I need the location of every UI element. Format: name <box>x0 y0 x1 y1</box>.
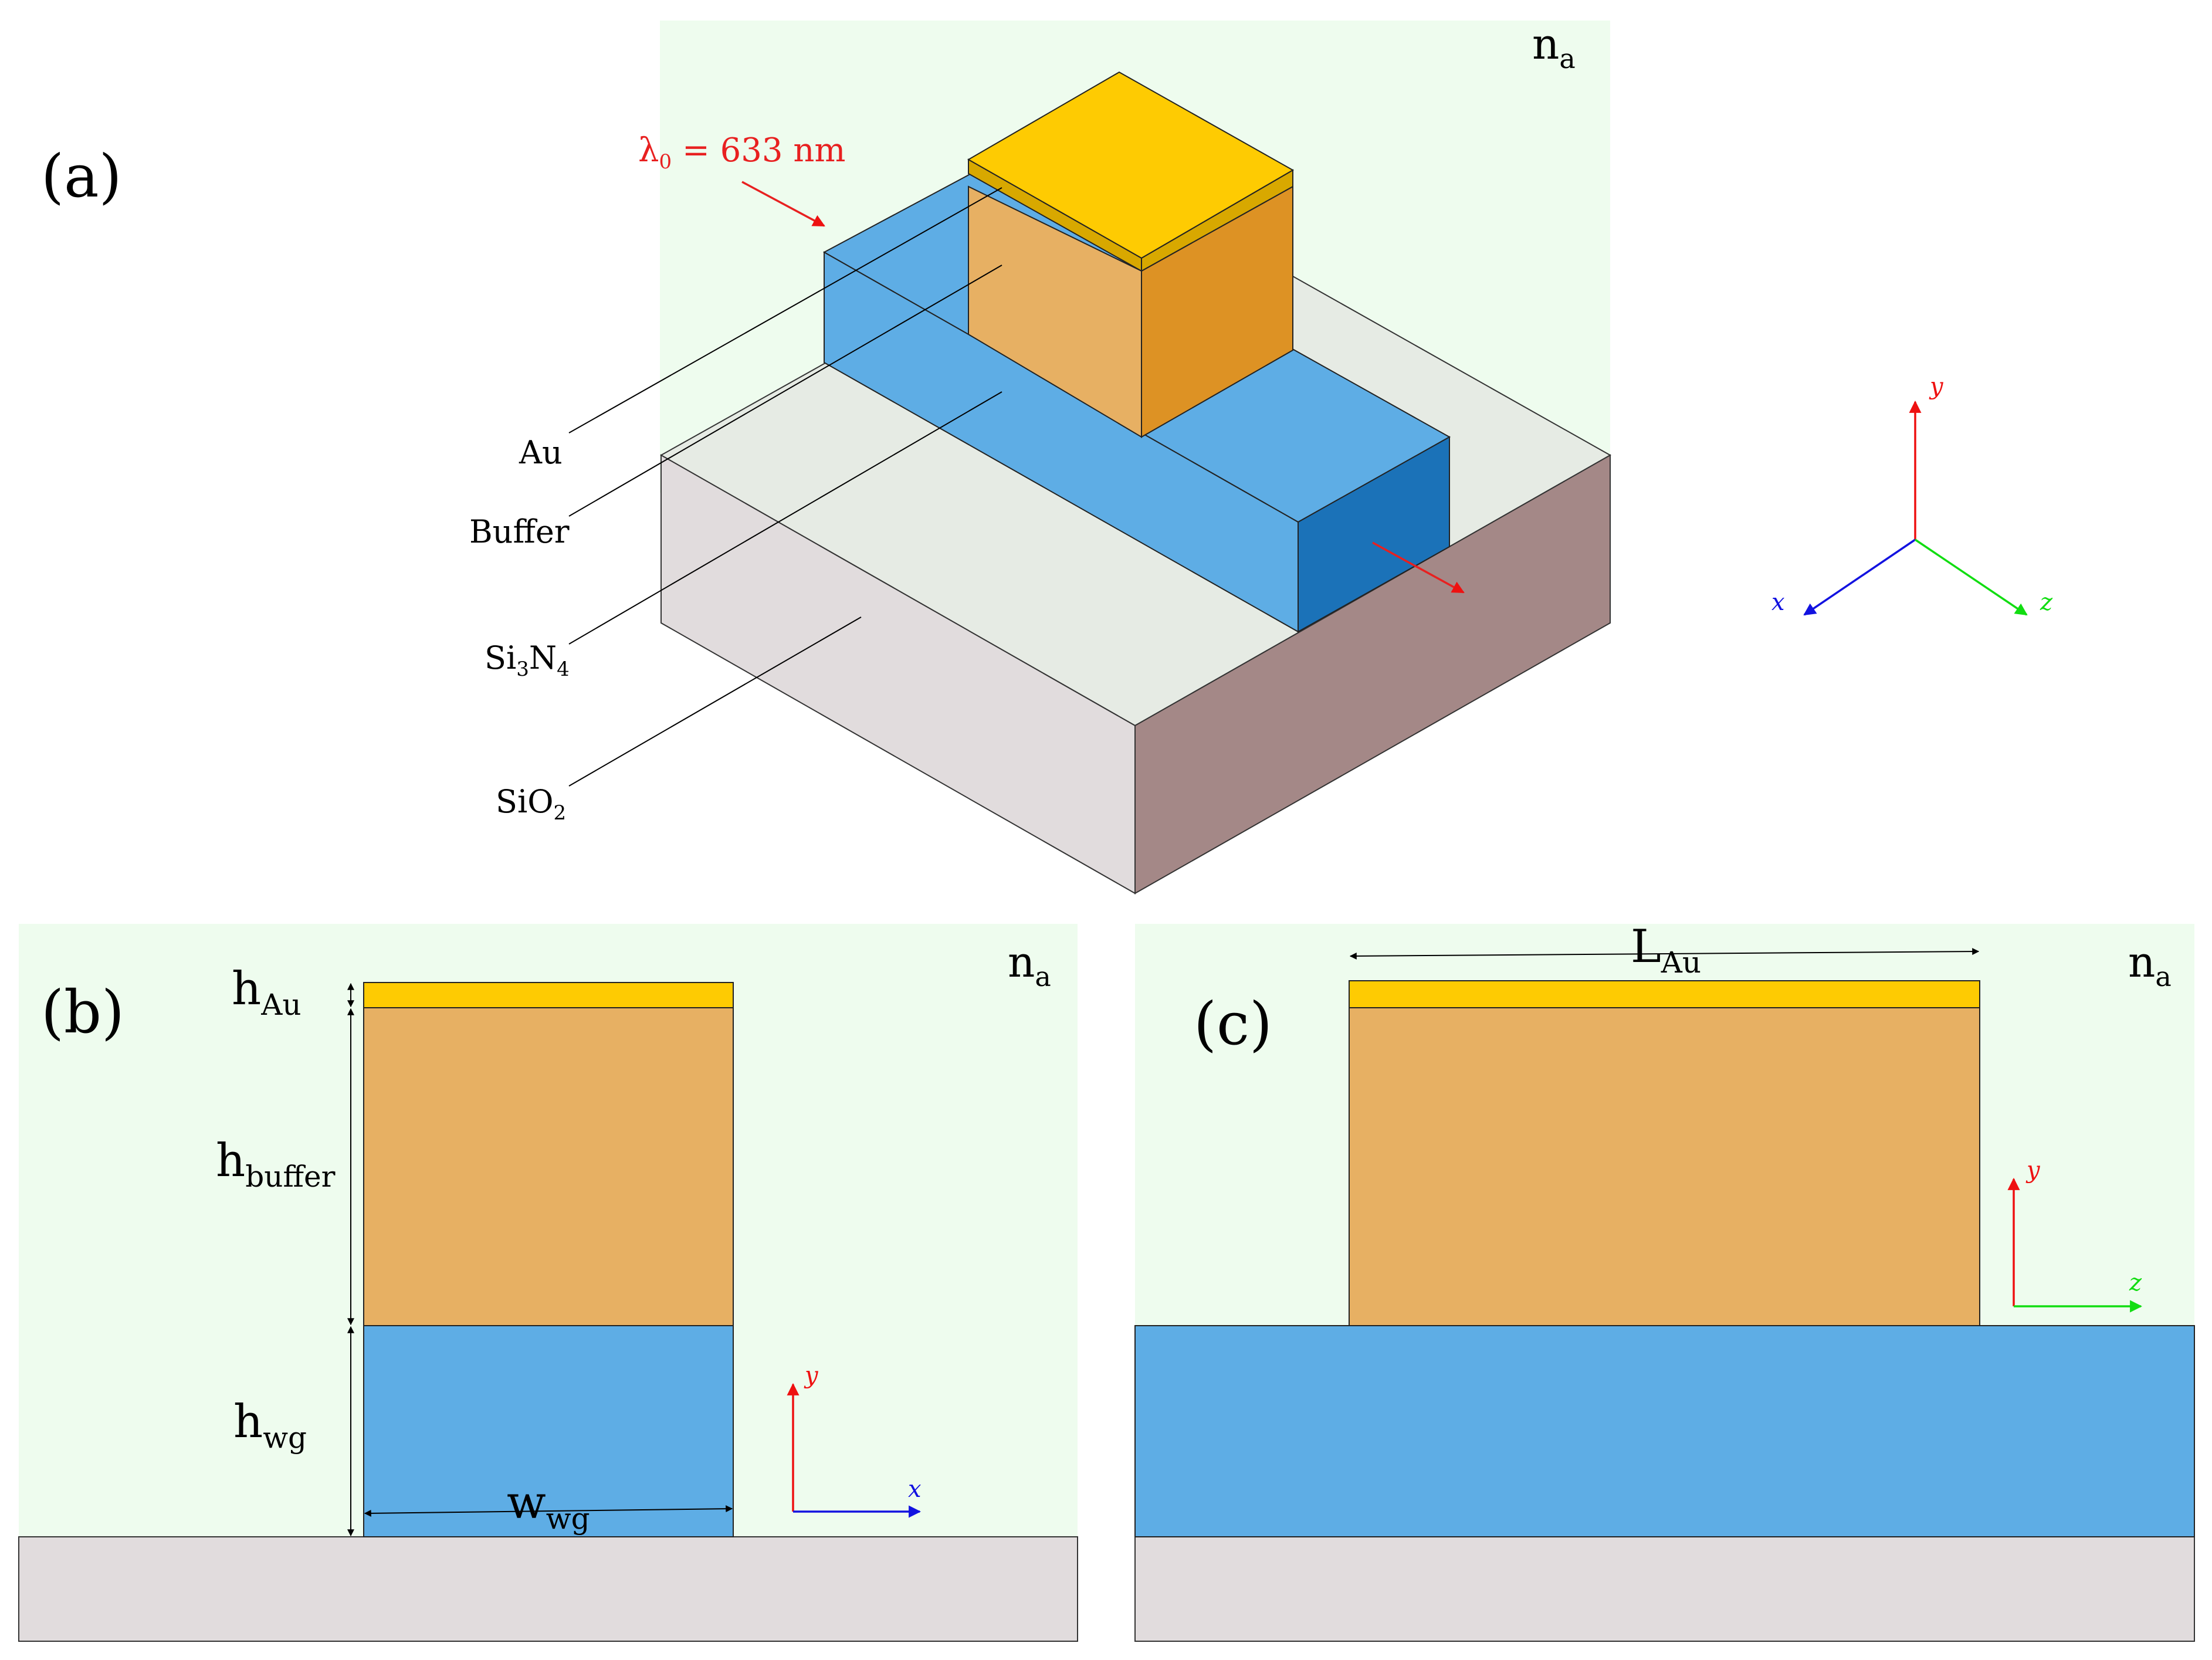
label-sio2: SiO2 <box>496 783 566 825</box>
panel-c-label: (c) <box>1194 990 1272 1058</box>
leader-si3n4 <box>568 391 1002 645</box>
axis-z-label: z <box>2040 589 2053 616</box>
leader-buffer <box>568 265 1002 517</box>
panel-a-medium-label: na <box>1532 19 1576 74</box>
axis-z-c-label: z <box>2129 1269 2142 1296</box>
dim-w-wg <box>364 1505 733 1517</box>
leader-sio2 <box>568 616 862 787</box>
axes-b: y x <box>787 1362 922 1518</box>
panel-a-label: (a) <box>41 142 122 211</box>
axis-x-b-label: x <box>908 1476 922 1503</box>
axis-y-label: y <box>1929 373 1944 400</box>
panel-a: y x z (a) na λ0 = 633 nm Au Buffer Si3N4… <box>41 19 2053 895</box>
label-si3n4: Si3N4 <box>485 639 570 681</box>
axis-z <box>1915 538 2028 616</box>
panel-c: LAu y z (c) na <box>1134 920 2195 1642</box>
wavelength-label: λ0 = 633 nm <box>638 131 846 174</box>
label-buffer: Buffer <box>469 513 570 550</box>
waveguide-c <box>1134 1325 2195 1537</box>
au-film-c <box>1349 980 1980 1008</box>
substrate-right-face <box>1134 454 1611 895</box>
axis-x-label: x <box>1771 589 1785 616</box>
propagation-arrow <box>1372 541 1465 594</box>
au-film-b <box>363 982 734 1008</box>
axes-c: y z <box>2007 1157 2143 1313</box>
axis-y-b-label: y <box>804 1362 819 1389</box>
axes-3d: y x z <box>1771 373 2053 616</box>
leader-au <box>568 187 1002 433</box>
label-l-au: LAu <box>1631 920 1701 980</box>
label-w-wg: wwg <box>507 1476 590 1536</box>
panel-b: hAu hbuffer hwg wwg y x (b) na <box>18 924 1078 1642</box>
panel-b-medium-label: na <box>1008 937 1051 992</box>
label-h-au: hAu <box>232 963 302 1022</box>
label-h-wg: hwg <box>233 1395 307 1455</box>
substrate-b <box>18 1536 1078 1642</box>
label-h-buffer: hbuffer <box>216 1134 336 1194</box>
buffer-b <box>363 1007 734 1326</box>
substrate-c <box>1134 1536 2195 1642</box>
axis-x <box>1803 538 1916 616</box>
axis-y-c-label: y <box>2025 1157 2041 1184</box>
au-film-top-face <box>967 71 1295 259</box>
waveguide-end-face <box>1298 436 1450 633</box>
panel-b-label: (b) <box>41 978 124 1046</box>
incident-light-arrow <box>741 181 825 227</box>
dim-l-au <box>1349 948 1980 960</box>
label-au: Au <box>519 434 563 471</box>
buffer-c <box>1349 1007 1980 1326</box>
waveguide-b <box>363 1325 734 1537</box>
panel-c-medium-label: na <box>2128 937 2172 992</box>
